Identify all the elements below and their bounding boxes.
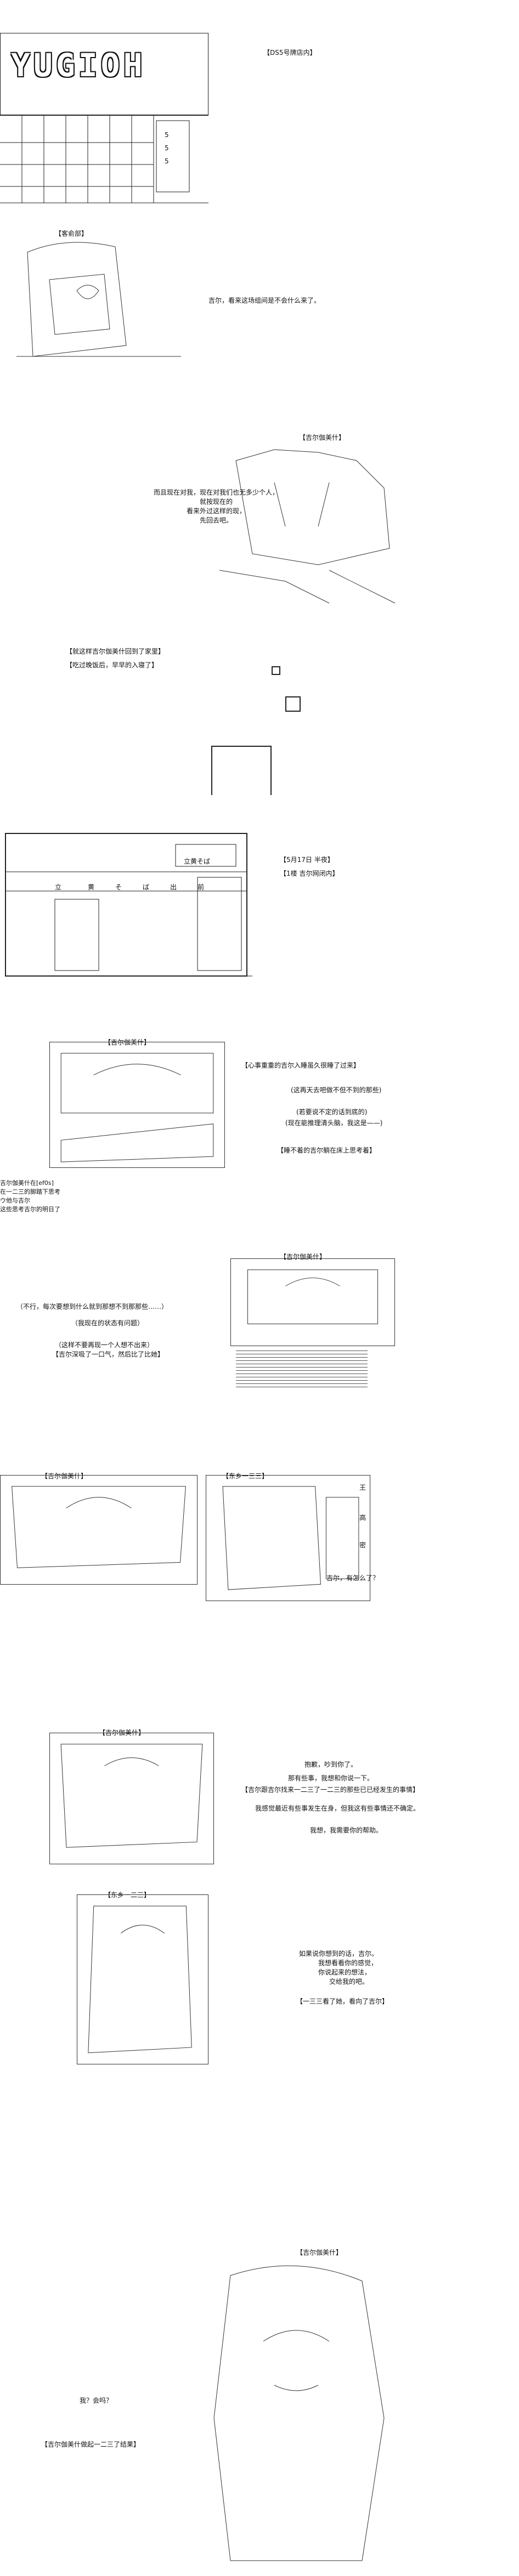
drifting-square-small: [272, 666, 280, 675]
gilgamesh-sitting-art: [230, 1258, 395, 1346]
narration-caption-1: 【就这样吉尔伽美什回到了家里】: [66, 648, 165, 655]
shop-location-label: 【DS5号牌店内】: [263, 49, 317, 56]
speaker-name-left: 【吉尔伽美什】: [41, 1472, 88, 1480]
narration-caption-2: 【吃过晚饭后，早早的入寝了】: [66, 661, 159, 669]
hifumi-line-2: 我想看看你的感觉，: [318, 1959, 378, 1967]
thought-line-1: (这再天去吧做不但不到的那些): [291, 1086, 382, 1094]
gilgamesh-dialogue: 而且现在对我，现在对我们也无多少个人， 就按现在的 看来外过这样的现， 先回去吧…: [154, 489, 279, 524]
hifumi-line-3: 你说起来的想法，: [318, 1968, 371, 1976]
thought-line-2: (若要说不定的话到底的): [296, 1108, 368, 1116]
action-caption: 【吉尔深吸了一口气，然后比了比她】: [52, 1351, 165, 1358]
board-number-1: 5: [165, 131, 169, 139]
hifumi-line-4: 交给我的吧。: [329, 1978, 369, 1985]
shop-char-6: 前: [198, 883, 205, 891]
shop-sign-text: YUGIOH: [11, 47, 146, 84]
noodle-shop-exterior-art: [0, 817, 258, 981]
gilgamesh-closeup-drawing: [213, 2265, 385, 2561]
gilgamesh-line-2: 那有些事，我想和你说一下。: [288, 1774, 374, 1782]
hifumi-dialogue: 吉尔，有怎么了？: [326, 1574, 380, 1582]
speaker-name-label: 【吉尔伽美什】: [296, 2249, 343, 2256]
drifting-square-large: [211, 746, 272, 795]
gaze-caption: 【一三三看了她，看向了吉尔】: [296, 1998, 389, 2005]
drifting-square-medium: [285, 696, 301, 712]
gilgamesh-line-4: 我想，我需要你的帮助。: [310, 1826, 383, 1834]
thought-line-2: （我现在的状态有问题）: [71, 1319, 144, 1327]
gilgamesh-standing-drawing: [219, 449, 396, 604]
sleep-caption: 【心事重重的吉尔入睡虽久很睡了过来】: [241, 1062, 360, 1069]
gilgamesh-talking-art: [49, 1733, 214, 1864]
board-number-3: 5: [165, 157, 169, 165]
blanket-shading: [236, 1349, 368, 1387]
speaker-name-label: 【吉尔伽美什】: [104, 1039, 151, 1046]
thought-line-1: （不行，每次要想到什么就到那想不到那那些……）: [16, 1303, 168, 1310]
board-number-2: 5: [165, 144, 169, 152]
reading-character-drawing: [16, 242, 181, 357]
card-shop-exterior-art: [0, 33, 208, 208]
speaker-name-label: 【东乡一二三】: [104, 1891, 151, 1899]
gilgamesh-line-3: 我感觉最近有些事发生在身，但我这有些事情还不确定。: [255, 1805, 420, 1812]
recap-caption: 【吉尔跟吉尔找来一二三了一二三的那些已已经发生的事情】: [241, 1786, 420, 1794]
card-shop-drawing: [0, 33, 208, 203]
thinking-caption: 【睡不着的吉尔躺在床上思考着】: [277, 1147, 376, 1154]
floor-place-label: 【1楼 吉尔网闭内】: [280, 870, 339, 877]
tojo-hifumi-portrait-art: [206, 1475, 370, 1601]
box-label-2: 高: [359, 1514, 366, 1522]
hifumi-line-1: 如果说你想到的话，吉尔。: [299, 1950, 379, 1957]
shop-char-5: 出: [170, 883, 177, 891]
scene-place-label: 【客俞部】: [55, 230, 88, 237]
speaker-name-label: 【吉尔伽美什】: [99, 1729, 145, 1737]
box-label-3: 密: [359, 1541, 366, 1549]
shop-char-4: ば: [143, 883, 150, 891]
thought-line-3: （这样不要再现一个人想不出来）: [55, 1341, 154, 1349]
thought-line-3: (现在能推理清头脑，我这是——): [285, 1119, 383, 1127]
side-note-1: 吉尔伽美什在[ef0s]: [0, 1179, 54, 1187]
gilgamesh-question: 我？会吗？: [80, 2397, 113, 2404]
tojo-hifumi-thinking-drawing: [88, 1905, 192, 2053]
gilgamesh-portrait-drawing: [12, 1486, 186, 1568]
date-label: 【5月17日 半夜】: [280, 856, 334, 864]
gilgamesh-sitting-drawing: [247, 1269, 378, 1324]
gilgamesh-standing-art: [219, 439, 411, 609]
speaker-name-right: 【东乡一三三】: [222, 1472, 269, 1480]
shop-char-1: 立: [55, 883, 62, 891]
reading-character-art: [16, 236, 181, 367]
speaker-name-label: 【吉尔伽美什】: [299, 434, 346, 441]
shop-char-3: そ: [115, 883, 122, 891]
side-note-2: 在一二三的脚踏下思考: [0, 1188, 60, 1195]
result-caption: 【吉尔伽美什做起一二三了结果】: [41, 2441, 140, 2448]
gilgamesh-closeup-art: [198, 2254, 406, 2572]
tojo-hifumi-thinking-art: [77, 1894, 208, 2064]
gilgamesh-talking-drawing: [60, 1744, 203, 1848]
gilgamesh-lying-art: [49, 1042, 225, 1168]
speaker-name-label: 【吉尔伽美什】: [280, 1253, 326, 1261]
gilgamesh-portrait-art: [0, 1475, 198, 1585]
scene-dialogue: 吉尔，看来这场组间是不会什么来了。: [208, 297, 321, 304]
shop-signboard: 立黄そば: [184, 858, 211, 865]
shop-char-2: 黄: [88, 883, 95, 891]
side-note-3: ウ他与吉尔: [0, 1197, 30, 1204]
side-note-4: 这些思考吉尔的明日了: [0, 1206, 60, 1213]
noodle-shop-drawing: [5, 833, 252, 977]
box-label-1: 王: [359, 1484, 366, 1491]
gilgamesh-line-1: 抱歉，吵到你了。: [304, 1761, 358, 1768]
tojo-hifumi-drawing: [222, 1486, 359, 1590]
gilgamesh-lying-drawing: [60, 1053, 214, 1162]
